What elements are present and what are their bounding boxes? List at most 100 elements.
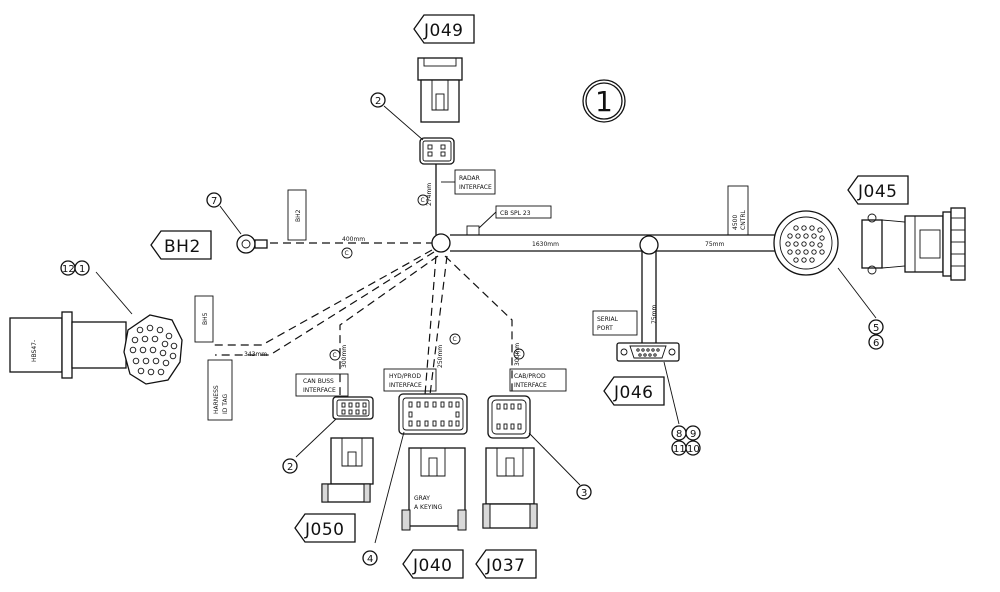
dim-274mm: 274mm: [426, 183, 433, 206]
balloon-1: 1: [74, 260, 90, 276]
svg-text:INTERFACE: INTERFACE: [303, 387, 336, 394]
balloon-12: 12: [60, 260, 76, 276]
dim-300mm-cab: 300mm: [514, 343, 521, 366]
cab-prod-label: CAB/PROD INTERFACE: [509, 368, 567, 392]
svg-text:BH2: BH2: [164, 237, 201, 257]
svg-text:ID TAG: ID TAG: [222, 394, 229, 414]
connector-tag-j046: J046: [603, 376, 665, 406]
svg-text:10: 10: [687, 444, 700, 455]
hbs47-mating-face: [123, 314, 183, 385]
harness-wires: [210, 160, 790, 396]
cb-spl-label: CB SPL 23: [466, 205, 552, 236]
svg-text:CNTRL: CNTRL: [740, 209, 747, 230]
svg-text:C: C: [453, 336, 457, 343]
svg-text:GRAY: GRAY: [414, 495, 430, 502]
svg-text:CAB/PROD: CAB/PROD: [514, 373, 546, 380]
svg-text:8: 8: [676, 429, 682, 440]
svg-text:SERIAL: SERIAL: [597, 316, 619, 323]
svg-text:4500: 4500: [732, 215, 739, 230]
svg-text:J049: J049: [423, 21, 463, 41]
dim-75mm-serial: 75mm: [651, 305, 658, 324]
svg-text:1: 1: [79, 264, 85, 275]
hyd-prod-label: HYD/PROD INTERFACE: [383, 368, 437, 392]
harness-id-tag: HARNESS ID TAG: [207, 359, 233, 421]
bh5-tag: BH5: [194, 295, 214, 343]
clip-icon: C: [449, 333, 461, 345]
j040-mating-connector: GRAY A KEYING: [401, 447, 467, 531]
clip-icon: C: [417, 194, 429, 206]
svg-text:2: 2: [375, 96, 381, 107]
connector-tag-j037: J037: [475, 549, 537, 579]
serial-port-connector: [616, 342, 680, 362]
balloon-3: 3: [576, 484, 592, 500]
svg-text:2: 2: [287, 462, 293, 473]
svg-text:J040: J040: [412, 556, 452, 576]
svg-text:7: 7: [211, 196, 217, 207]
balloon-10: 10: [685, 440, 701, 456]
svg-text:INTERFACE: INTERFACE: [389, 382, 422, 389]
dim-400mm: 400mm: [342, 236, 365, 243]
svg-text:3: 3: [581, 488, 587, 499]
svg-text:J037: J037: [485, 556, 525, 576]
leader-lines: [95, 105, 877, 544]
balloon-7: 7: [206, 192, 222, 208]
balloon-2: 2: [282, 458, 298, 474]
j045-circular-connector: [773, 210, 839, 276]
sheet-callout: 1: [582, 79, 626, 123]
svg-text:C: C: [333, 352, 337, 359]
clip-icon: C: [329, 349, 341, 361]
can-buss-connector-face: [332, 396, 374, 420]
balloon-11: 11: [671, 440, 687, 456]
svg-text:INTERFACE: INTERFACE: [514, 382, 547, 389]
cab-prod-connector-face: [487, 395, 531, 439]
connector-tag-j040: J040: [402, 549, 464, 579]
j037-mating-connector: [482, 447, 538, 529]
clip-symbols: C C C C C: [329, 194, 525, 361]
svg-text:6: 6: [873, 338, 879, 349]
svg-text:11: 11: [673, 444, 686, 455]
bh2-tag: BH2: [287, 189, 307, 241]
clip-icon: C: [513, 348, 525, 360]
serial-port-label: SERIAL PORT: [592, 310, 638, 336]
svg-text:C: C: [421, 197, 425, 204]
radar-connector-face: [419, 137, 455, 165]
connector-tag-j049: J049: [413, 14, 475, 44]
dim-250mm: 250mm: [437, 345, 444, 368]
dim-75mm-trunk: 75mm: [705, 241, 724, 248]
ring-terminal: [236, 234, 268, 254]
hbs47-connector: HBS47-: [9, 311, 127, 379]
svg-text:BH2: BH2: [295, 209, 302, 222]
can-buss-label: CAN BUSS INTERFACE: [295, 373, 349, 397]
connector-tag-j050: J050: [294, 513, 356, 543]
svg-text:HBS47-: HBS47-: [31, 340, 38, 362]
svg-text:5: 5: [873, 323, 879, 334]
balloon-9: 9: [685, 425, 701, 441]
svg-text:HYD/PROD: HYD/PROD: [389, 373, 421, 380]
cntrl-tag: 4500 CNTRL: [727, 185, 749, 236]
dim-343mm: 343mm: [244, 351, 267, 358]
svg-text:INTERFACE: INTERFACE: [459, 184, 492, 191]
balloon-5: 5: [868, 319, 884, 335]
svg-text:C: C: [345, 250, 349, 257]
svg-text:J045: J045: [857, 182, 897, 202]
balloon-6: 6: [868, 334, 884, 350]
svg-text:A KEYING: A KEYING: [414, 504, 443, 511]
svg-text:HARNESS: HARNESS: [213, 385, 220, 414]
svg-text:BH5: BH5: [202, 312, 209, 325]
svg-text:CB SPL 23: CB SPL 23: [500, 210, 531, 217]
svg-text:J050: J050: [304, 520, 344, 540]
svg-text:RADAR: RADAR: [459, 175, 480, 182]
clip-icon: C: [341, 247, 353, 259]
balloon-2: 2: [370, 92, 386, 108]
j045-mating-connector: [861, 207, 966, 281]
svg-text:PORT: PORT: [597, 325, 613, 332]
radar-interface-label: RADAR INTERFACE: [441, 169, 496, 195]
j049-mating-connector: [417, 57, 463, 123]
svg-text:12: 12: [62, 264, 75, 275]
svg-text:CAN BUSS: CAN BUSS: [303, 378, 334, 385]
hyd-prod-connector-face: [398, 393, 468, 435]
connector-tag-j045: J045: [847, 175, 909, 205]
svg-text:C: C: [517, 351, 521, 358]
svg-text:J046: J046: [613, 383, 653, 403]
